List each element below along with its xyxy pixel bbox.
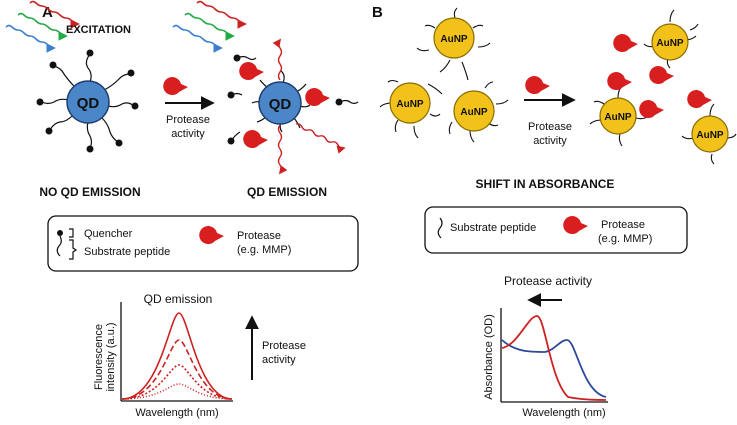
plot-a-arrow-label-2: activity xyxy=(262,354,296,366)
aunp-label-5: AuNP xyxy=(604,112,632,123)
plot-a-xlabel: Wavelength (nm) xyxy=(135,407,218,419)
aunp-label-4: AuNP xyxy=(656,38,684,49)
plot-b-curve-red xyxy=(501,315,607,401)
legend-quencher: Quencher xyxy=(84,228,133,240)
panel-a-letter: A xyxy=(42,4,53,21)
legend-protease-a-line1: Protease xyxy=(237,230,281,242)
panel-b-letter: B xyxy=(372,4,383,21)
excitation-label: EXCITATION xyxy=(66,24,131,36)
arrow-label-b-line2: activity xyxy=(533,135,567,147)
protease-icons-a xyxy=(239,62,330,149)
legend-substrate-glyph-b xyxy=(437,217,443,239)
plot-a-ylabel-1: Fluorescence xyxy=(93,324,105,390)
state-emission: QD EMISSION xyxy=(247,185,327,199)
legend-protease-b-line2: (e.g. MMP) xyxy=(598,233,652,245)
protease-icon-arrow-a xyxy=(163,77,188,96)
qd-core-emitting xyxy=(258,81,302,125)
arrow-label-b-line1: Protease xyxy=(528,121,572,133)
legend-protease-icon-a xyxy=(199,226,224,245)
arrow-label-a-line1: Protease xyxy=(166,114,210,126)
plot-b-ylabel: Absorbance (OD) xyxy=(483,314,495,400)
legend-protease-a-line2: (e.g. MMP) xyxy=(237,244,291,256)
plot-a-arrow-label-1: Protease xyxy=(262,340,306,352)
state-shift: SHIFT IN ABSORBANCE xyxy=(476,177,615,191)
legend-substrate-b: Substrate peptide xyxy=(450,222,536,234)
qd-label: QD xyxy=(77,95,100,112)
qd-emitting: QD xyxy=(227,38,359,175)
aunp-dispersed: AuNP AuNP AuNP xyxy=(589,9,737,165)
legend-a xyxy=(47,215,359,272)
qd-label-emitting: QD xyxy=(269,96,292,113)
legend-substrate-a: Substrate peptide xyxy=(84,246,170,258)
aunp-label-1: AuNP xyxy=(440,34,468,45)
protease-icons-b xyxy=(607,34,712,119)
plot-b-xlabel: Wavelength (nm) xyxy=(522,407,605,419)
aunp-label-3: AuNP xyxy=(460,107,488,118)
state-no-emission: NO QD EMISSION xyxy=(39,185,140,199)
plot-a-curves xyxy=(121,312,233,400)
legend-protease-icon-b xyxy=(563,216,588,235)
plot-a-title: QD emission xyxy=(144,292,213,306)
aunp-label-6: AuNP xyxy=(696,130,724,141)
aunp-label-2: AuNP xyxy=(396,99,424,110)
arrow-label-a-line2: activity xyxy=(171,128,205,140)
qd-quenched: QD xyxy=(36,49,139,153)
legend-protease-b-line1: Protease xyxy=(601,219,645,231)
protease-icon-arrow-b xyxy=(525,76,550,95)
aunp-cluster: AuNP AuNP AuNP xyxy=(379,7,509,143)
legend-a-quencher-glyph xyxy=(56,228,78,260)
qd-core xyxy=(66,80,110,124)
excitation-arrows-left xyxy=(5,0,80,53)
legend-b xyxy=(424,206,688,254)
plot-b-curve-blue xyxy=(501,339,607,398)
plot-a-ylabel-2: intensity (a.u.) xyxy=(105,322,117,391)
excitation-arrows-right xyxy=(172,0,247,53)
plot-b-title: Protease activity xyxy=(504,274,592,288)
